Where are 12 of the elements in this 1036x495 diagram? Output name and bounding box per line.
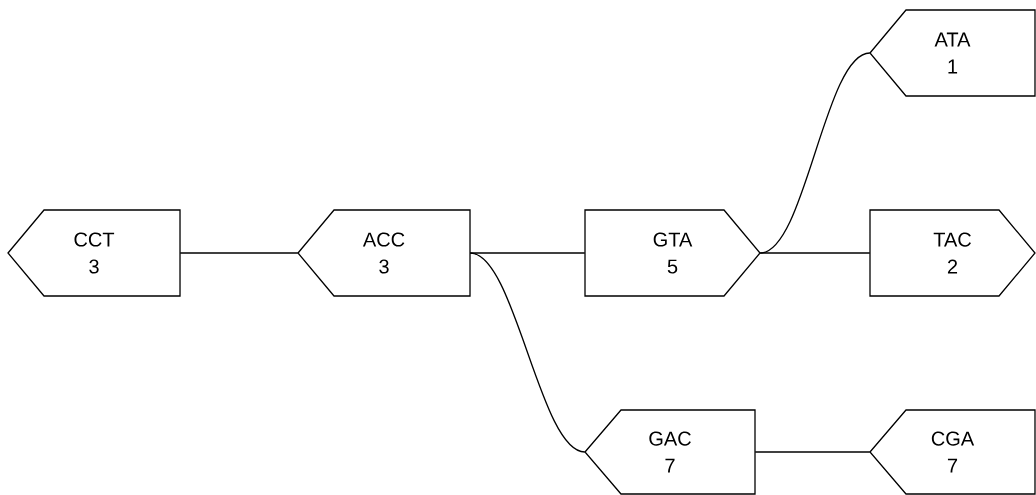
connector-line: [179, 252, 299, 254]
tag-box: CGA 7: [869, 409, 1036, 495]
tag-box: TAC 2: [869, 209, 1036, 297]
connector-line: [469, 252, 586, 453]
tag-box: GTA 5: [584, 209, 761, 297]
tag-box: GAC 7: [584, 409, 756, 495]
connector-line: [469, 252, 586, 254]
tag-box: ACC 3: [297, 209, 471, 297]
tag-box: ATA 1: [869, 9, 1036, 97]
connector-line: [754, 451, 871, 453]
tag-box: CCT 3: [7, 209, 181, 297]
connector-line: [759, 252, 871, 254]
